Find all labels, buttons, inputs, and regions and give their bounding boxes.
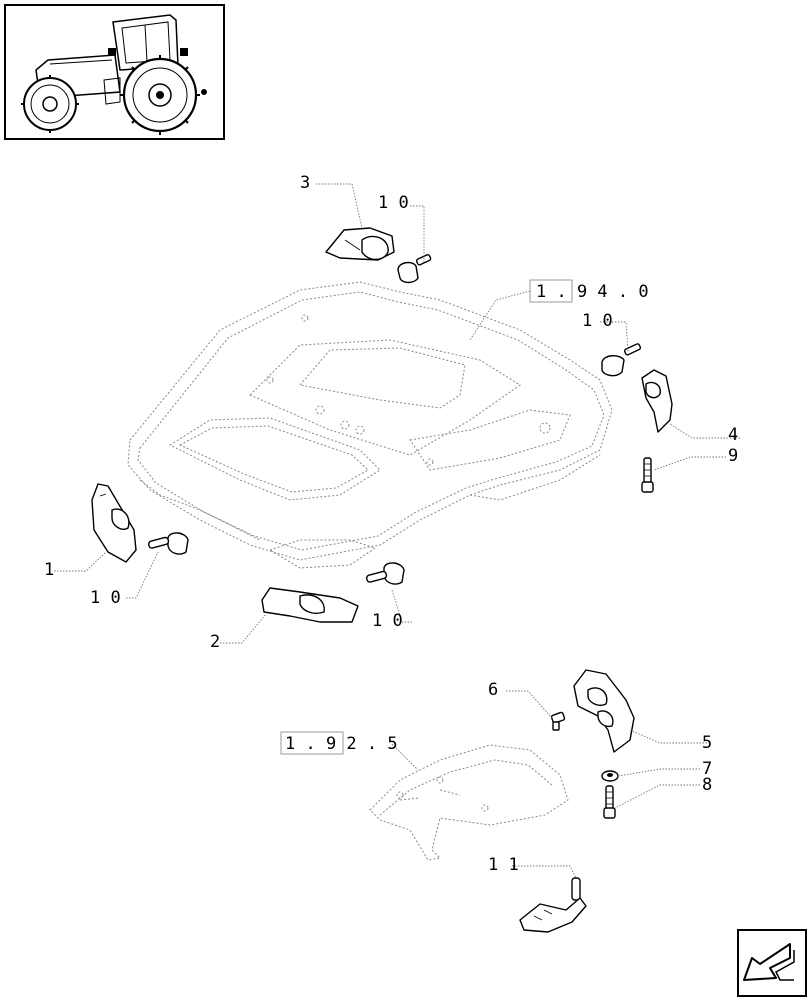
callout-8: 8 — [702, 775, 712, 795]
callout-10-bottom: 1 0 — [372, 611, 403, 631]
bulb-holder-right[interactable] — [601, 343, 642, 377]
leader-lines — [54, 183, 740, 879]
screw-part-6[interactable] — [550, 711, 566, 731]
callout-4: 4 — [728, 425, 738, 445]
bulb-holder-bottom[interactable] — [365, 562, 405, 585]
previous-page-arrow-icon — [743, 943, 795, 981]
callout-11: 1 1 — [488, 855, 519, 875]
bolt-part-9[interactable] — [641, 457, 654, 493]
connector-part-11[interactable] — [519, 877, 587, 933]
reference-shield-label: 1 . 9 2 . 5 — [285, 734, 398, 754]
previous-page-button[interactable] — [737, 929, 807, 997]
callout-3: 3 — [300, 173, 310, 193]
lamp-part-3[interactable] — [325, 227, 395, 261]
bolt-part-8[interactable] — [603, 785, 616, 819]
callout-10-left: 1 0 — [90, 588, 121, 608]
shield-plate-outline — [369, 744, 569, 861]
callout-10-top: 1 0 — [378, 193, 409, 213]
lamp-part-4[interactable] — [641, 369, 673, 433]
callout-6: 6 — [488, 680, 498, 700]
callout-9: 9 — [728, 446, 738, 466]
cab-roof-outline — [127, 281, 613, 569]
callout-5: 5 — [702, 733, 712, 753]
lamp-part-5[interactable] — [573, 669, 635, 753]
reference-roof[interactable]: 1 . 9 4 . 0 — [529, 279, 649, 303]
bulb-holder-top[interactable] — [397, 254, 432, 284]
callout-1: 1 — [44, 560, 54, 580]
lamp-part-1[interactable] — [91, 483, 137, 563]
lamp-part-2[interactable] — [261, 587, 359, 623]
reference-shield[interactable]: 1 . 9 2 . 5 — [280, 731, 398, 755]
callout-7: 7 — [702, 759, 712, 779]
washer-part-7[interactable] — [601, 770, 619, 782]
callout-2: 2 — [210, 632, 220, 652]
tractor-thumbnail-icon — [4, 4, 225, 140]
bulb-holder-left[interactable] — [147, 532, 189, 555]
reference-roof-label: 1 . 9 4 . 0 — [536, 282, 649, 302]
callout-10-right: 1 0 — [582, 311, 613, 331]
